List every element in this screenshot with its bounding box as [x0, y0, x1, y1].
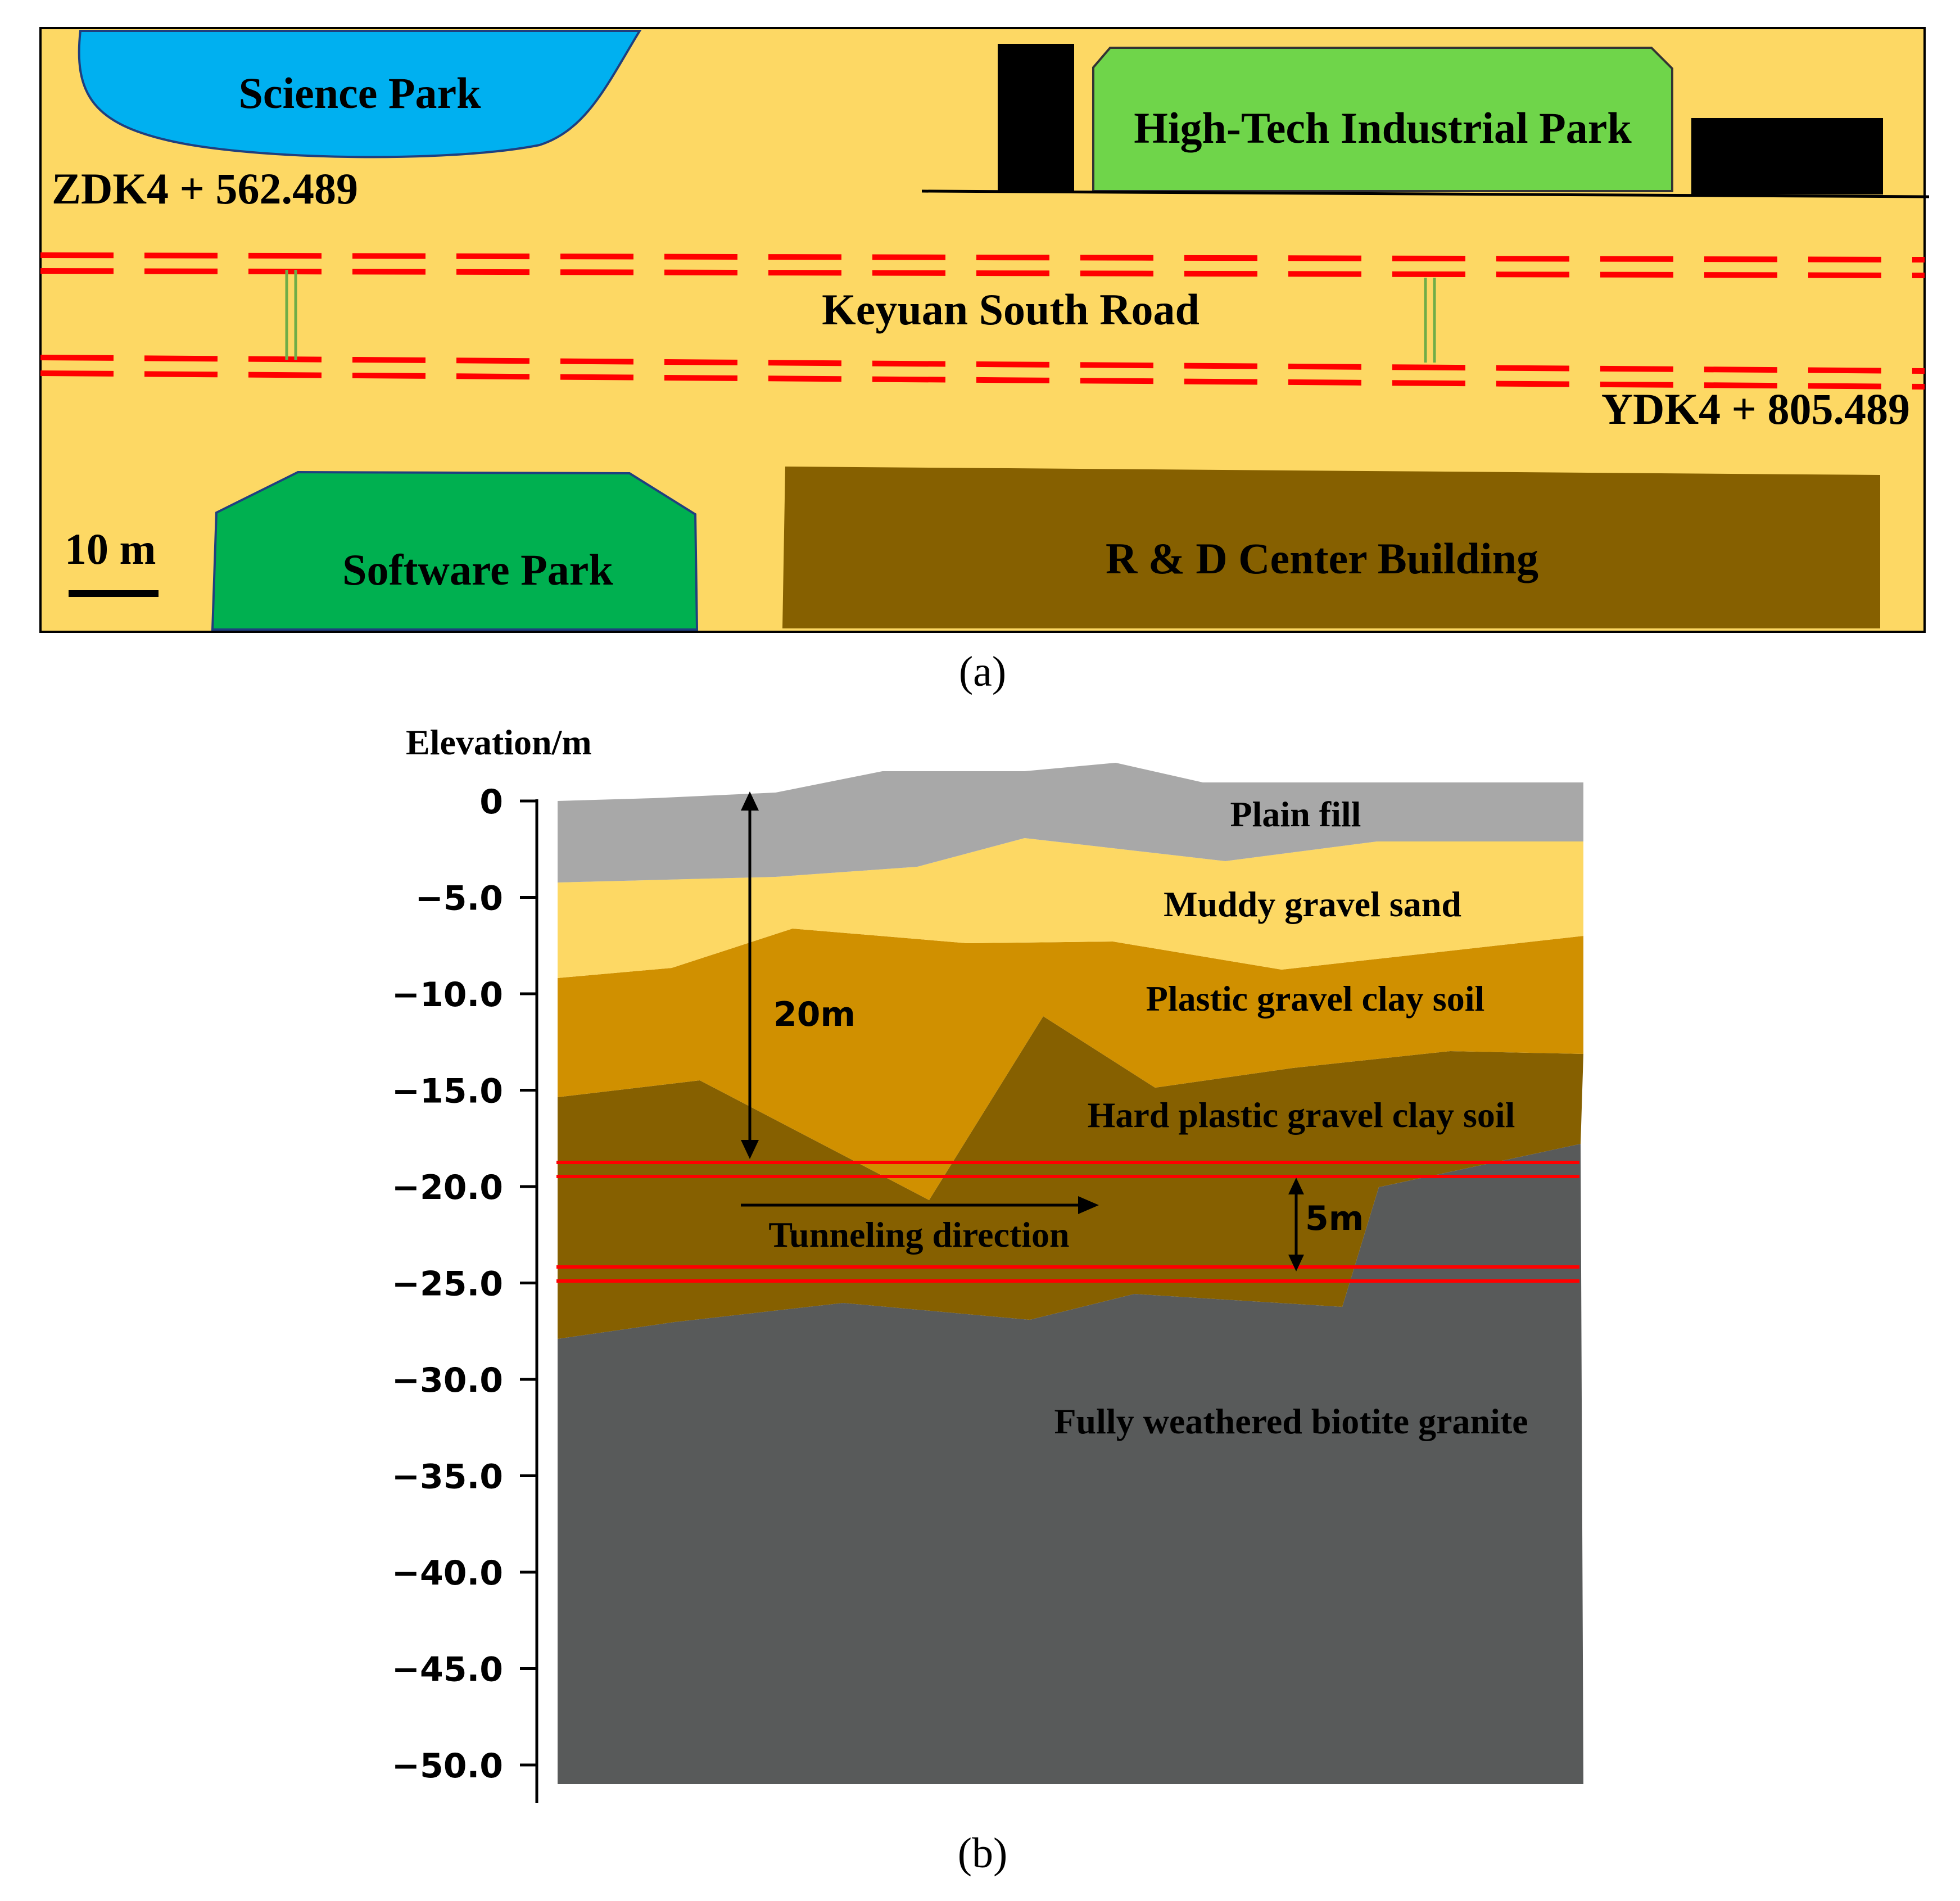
label-muddy-gravel-sand: Muddy gravel sand [1164, 884, 1461, 924]
scale-bar [69, 590, 159, 597]
caption-a: (a) [959, 648, 1006, 695]
y-tick-label: −35.0 [392, 1458, 503, 1497]
station-left-label: ZDK4 + 562.489 [52, 164, 358, 213]
rd-center-label: R & D Center Building [1106, 534, 1538, 583]
depth-label: 20m [773, 995, 855, 1034]
diameter-label: 5m [1305, 1199, 1364, 1238]
depth-arrow [741, 791, 759, 1159]
tunnel-left-line [40, 252, 1925, 278]
diameter-arrow [1288, 1178, 1304, 1271]
high-tech-left-building [998, 44, 1074, 191]
layer-granite [558, 1144, 1583, 1784]
software-park-shape [211, 470, 699, 631]
caption-b: (b) [958, 1830, 1008, 1877]
cross-passage-2 [1424, 278, 1436, 363]
layer-plastic-gravel-clay [558, 929, 1583, 1200]
label-plain-fill: Plain fill [1230, 794, 1361, 834]
elevation-axis-ticks: 0 −5.0 −10.0 −15.0 −20.0 −25.0 −30.0 −35.0 −40.0… [392, 782, 537, 1786]
cross-passage-1 [285, 270, 297, 360]
y-tick-label: −40.0 [392, 1554, 503, 1593]
y-tick-label: 0 [479, 782, 503, 822]
label-hard-plastic-gravel-clay: Hard plastic gravel clay soil [1088, 1095, 1515, 1135]
y-tick-label: −10.0 [392, 975, 503, 1015]
layer-plain-fill [558, 763, 1583, 882]
high-tech-right-building [1691, 118, 1883, 194]
high-tech-frontage-line [921, 189, 1930, 198]
label-granite: Fully weathered biotite granite [1054, 1401, 1528, 1441]
y-tick-label: −25.0 [392, 1265, 503, 1304]
tunneling-direction-arrow [741, 1196, 1099, 1214]
layer-muddy-gravel-sand [558, 838, 1583, 978]
road-name-label: Keyuan South Road [822, 285, 1199, 334]
y-tick-label: −15.0 [392, 1072, 503, 1111]
high-tech-park-label: High-Tech Industrial Park [1134, 103, 1632, 152]
station-right-label: YDK4 + 805.489 [1601, 384, 1910, 433]
panel-b-geological-section: Elevation/m 20m 5m [392, 722, 1583, 1803]
tunnel-upper-boundary [556, 1161, 1579, 1178]
software-park-label: Software Park [342, 545, 613, 594]
rd-center-shape [782, 467, 1880, 628]
tunnel-lower-boundary [556, 1265, 1579, 1283]
y-tick-label: −50.0 [392, 1746, 503, 1786]
y-tick-label: −45.0 [392, 1650, 503, 1690]
science-park-label: Science Park [238, 69, 481, 117]
y-tick-label: −30.0 [392, 1361, 503, 1400]
tunneling-direction-label: Tunneling direction [768, 1215, 1069, 1255]
elevation-axis-title: Elevation/m [406, 722, 592, 762]
panel-a-plan-view: Science Park High-Tech Industrial Park Z… [39, 27, 1930, 633]
scale-label: 10 m [65, 524, 156, 573]
label-plastic-gravel-clay: Plastic gravel clay soil [1146, 979, 1485, 1019]
y-tick-label: −20.0 [392, 1168, 503, 1207]
y-tick-label: −5.0 [415, 879, 503, 918]
science-park-shape [78, 30, 642, 159]
tunnel-right-line [40, 355, 1925, 390]
